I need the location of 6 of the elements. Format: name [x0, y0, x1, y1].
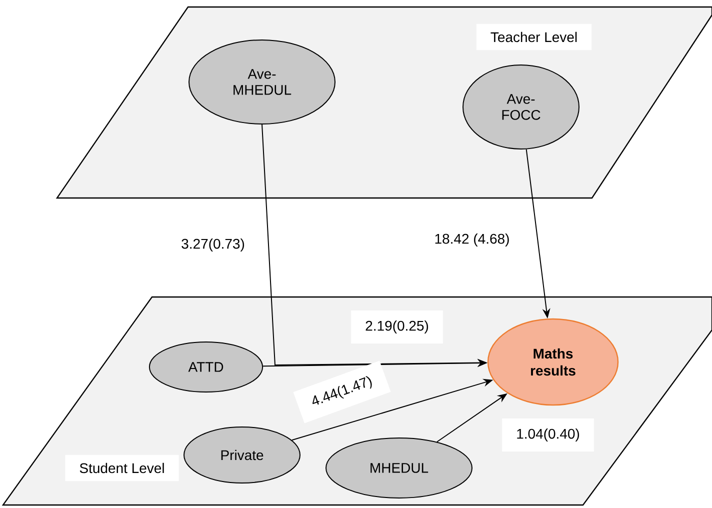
level-label: Student Level	[65, 454, 179, 482]
edge-label: 1.04(0.40)	[502, 418, 594, 452]
edge-label: 3.27(0.73)	[179, 236, 247, 254]
edge-label: 18.42 (4.68)	[432, 231, 512, 249]
edge-label: 2.19(0.25)	[351, 310, 443, 344]
level-label: Teacher Level	[476, 24, 592, 50]
